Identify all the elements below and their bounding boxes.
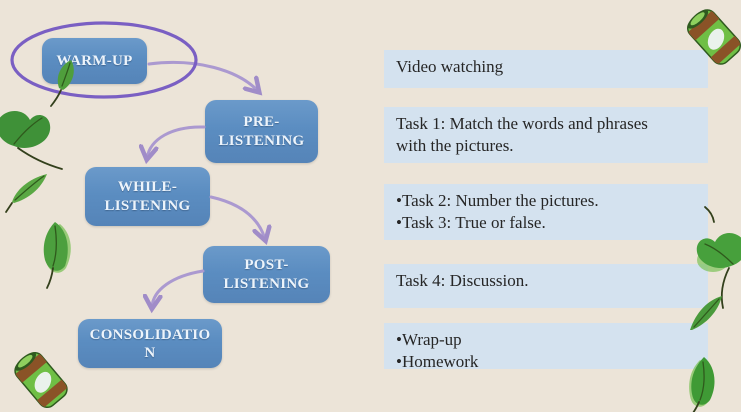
detail-text: Task 4: Discussion. bbox=[396, 271, 529, 290]
arrow-while-to-post bbox=[209, 195, 265, 239]
flow-step-label: LISTENING bbox=[104, 197, 191, 214]
flow-step-consolidation[interactable]: CONSOLIDATIO N bbox=[78, 319, 222, 368]
flow-step-warm-up[interactable]: WARM-UP bbox=[42, 38, 147, 84]
arrow-pre-to-while bbox=[147, 125, 206, 158]
detail-text: •Task 3: True or false. bbox=[396, 213, 546, 232]
flow-step-label: WARM-UP bbox=[56, 52, 133, 69]
arrow-warmup-to-pre bbox=[147, 60, 258, 91]
detail-text: •Homework bbox=[396, 352, 479, 371]
flow-step-label: POST- bbox=[244, 256, 289, 273]
detail-bar-tasks-2-3[interactable]: •Task 2: Number the pictures. •Task 3: T… bbox=[384, 184, 708, 240]
detail-bar-task-1[interactable]: Task 1: Match the words and phrases with… bbox=[384, 107, 708, 163]
detail-text: Task 1: Match the words and phrases bbox=[396, 114, 648, 133]
leaf-icon-left-oval bbox=[43, 222, 71, 289]
arrow-post-to-consolidation bbox=[152, 269, 205, 307]
flow-step-while-listening[interactable]: WHILE- LISTENING bbox=[85, 167, 210, 226]
can-icon-bottom-left bbox=[14, 351, 69, 409]
flow-step-label: WHILE- bbox=[117, 178, 178, 195]
flow-step-label: N bbox=[144, 344, 156, 361]
detail-text: with the pictures. bbox=[396, 136, 514, 155]
flow-step-label: CONSOLIDATIO bbox=[89, 326, 211, 343]
flow-step-label: LISTENING bbox=[223, 275, 310, 292]
detail-bar-video-watching[interactable]: Video watching bbox=[384, 50, 708, 88]
detail-text: Video watching bbox=[396, 57, 504, 76]
detail-bar-wrap-up-homework[interactable]: •Wrap-up •Homework bbox=[384, 323, 708, 371]
flow-step-label: LISTENING bbox=[218, 132, 305, 149]
flow-step-label: PRE- bbox=[243, 113, 280, 130]
detail-bar-task-4[interactable]: Task 4: Discussion. bbox=[384, 264, 708, 308]
leaf-icon-left-thin bbox=[5, 174, 47, 213]
flow-step-post-listening[interactable]: POST- LISTENING bbox=[203, 246, 330, 303]
leaf-icon-left-heart bbox=[0, 111, 63, 170]
flow-step-pre-listening[interactable]: PRE- LISTENING bbox=[205, 100, 318, 163]
detail-text: •Task 2: Number the pictures. bbox=[396, 191, 599, 210]
detail-text: •Wrap-up bbox=[396, 330, 462, 349]
